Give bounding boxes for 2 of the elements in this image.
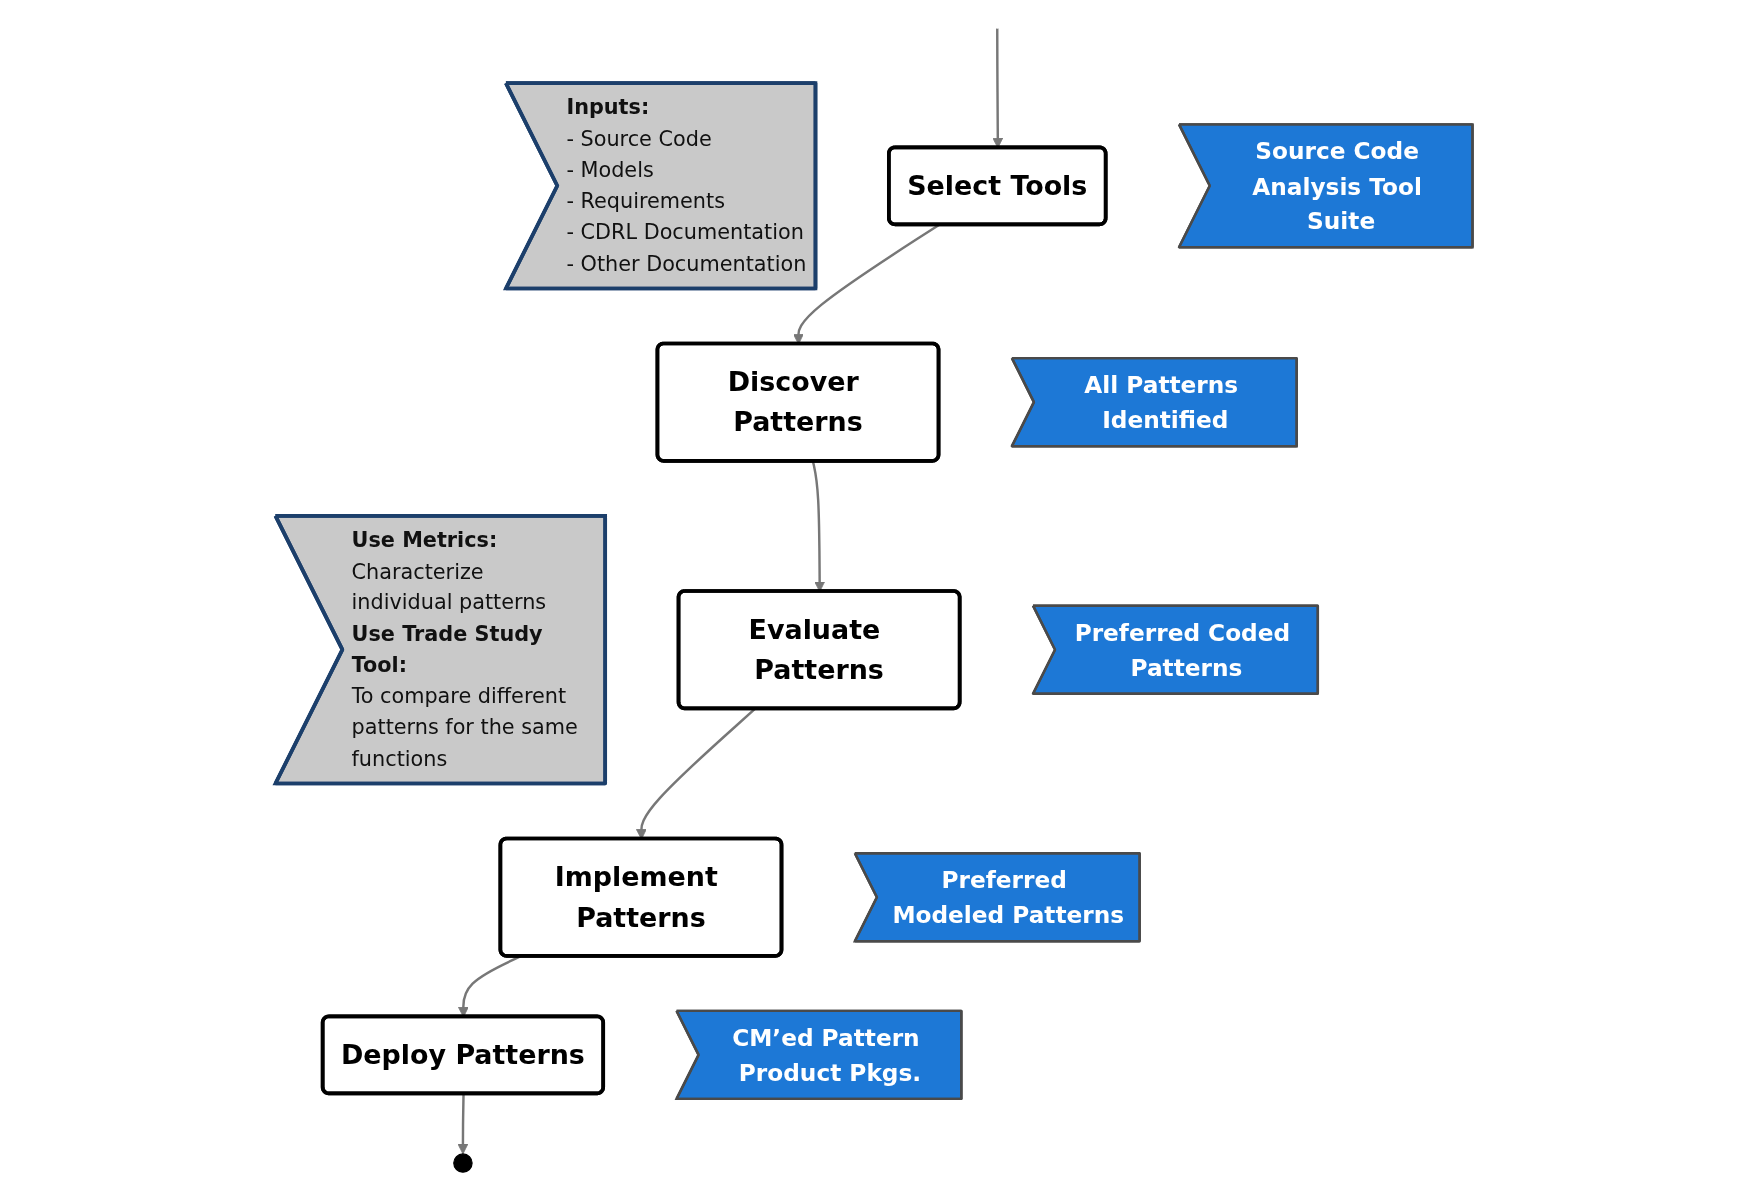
arrow [457, 1093, 469, 1155]
node-circle [453, 1153, 473, 1173]
